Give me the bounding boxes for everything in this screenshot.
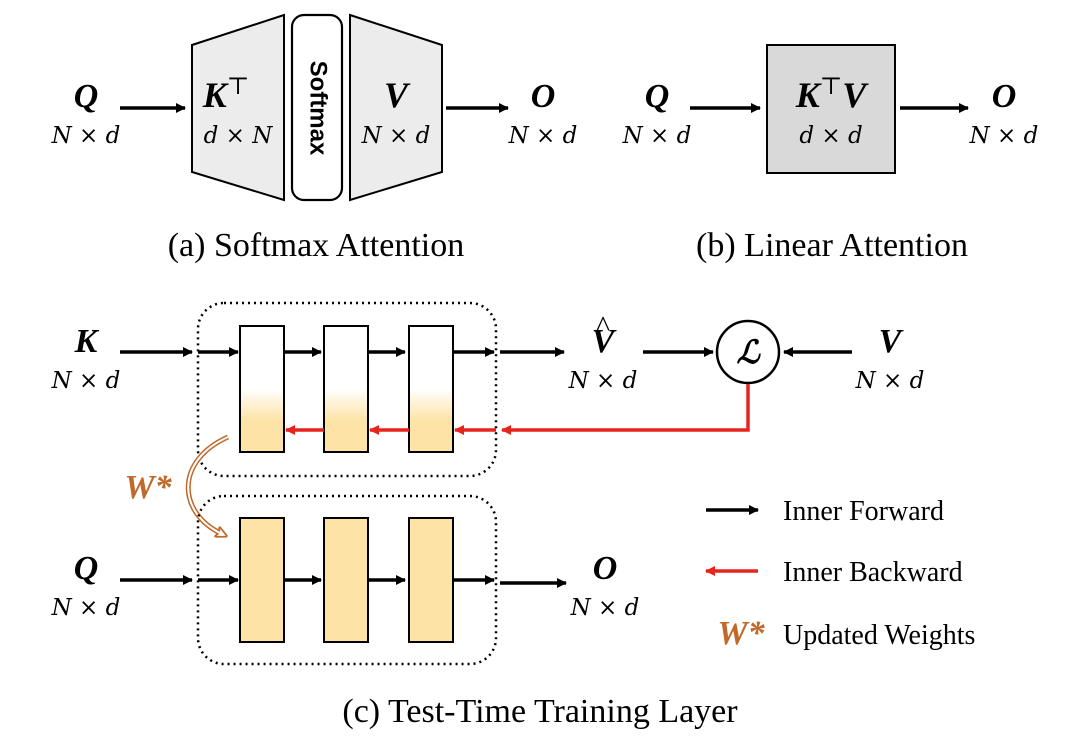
panel-a-key-dim: d × N	[204, 123, 274, 149]
panel-a-softmax-label: Softmax	[305, 61, 332, 156]
panel-a-o-dim: N × d	[508, 123, 578, 149]
panel-c-q-dim: N × d	[51, 595, 121, 621]
panel-a-value-dim: N × d	[361, 123, 431, 149]
panel-a-softmax-attention: Q N × d K⊤ d × N Softmax V N × d O N × d…	[51, 13, 578, 264]
panel-c-o-label: O	[593, 550, 618, 587]
panel-b-o-dim: N × d	[969, 123, 1039, 149]
panel-a-o-label: O	[531, 78, 556, 115]
panel-b-ktv-dim: d × d	[799, 123, 862, 149]
panel-b-linear-attention: Q N × d K⊤V d × d O N × d (b) Linear Att…	[622, 44, 1039, 264]
panel-b-q-label: Q	[645, 78, 670, 115]
panel-c-w-star-label: W*	[124, 469, 172, 506]
panel-c-v-dim: N × d	[855, 368, 925, 394]
legend-backward-label: Inner Backward	[783, 557, 963, 588]
panel-b-q-dim: N × d	[622, 123, 692, 149]
panel-c-top-group	[196, 301, 498, 478]
panel-c-weight-update-arrow	[185, 434, 228, 534]
panel-c-loss-circle	[715, 319, 781, 385]
panel-c-v-label: V	[879, 323, 904, 360]
panel-c-bottom-block-1	[239, 517, 285, 643]
panel-a-key-label: K⊤	[202, 74, 250, 115]
panel-c-top-block-3	[408, 325, 454, 453]
panel-c-backward-path	[501, 384, 750, 435]
panel-c-vhat-dim: N × d	[568, 368, 638, 394]
legend-forward-label: Inner Forward	[783, 496, 944, 527]
panel-b-ktv-label: K⊤V	[795, 74, 870, 115]
legend-weights-label: Updated Weights	[783, 620, 975, 651]
panel-c-bottom-block-3	[408, 517, 454, 643]
panel-c-ttt-layer: K N × d ^ V N × d ℒ V N × d W* Q N × d	[51, 301, 925, 730]
panel-b-o-label: O	[992, 78, 1017, 115]
panel-a-value-label: V	[384, 75, 411, 115]
panel-a-q-label: Q	[74, 78, 99, 115]
panel-c-top-block-2	[323, 325, 369, 453]
legend: Inner Forward Inner Backward W* Updated …	[705, 496, 975, 652]
panel-c-q-label: Q	[74, 550, 99, 587]
panel-b-ktv-box	[766, 44, 896, 174]
panel-c-bottom-block-2	[323, 517, 369, 643]
panel-c-o-dim: N × d	[570, 595, 640, 621]
panel-b-caption: (b) Linear Attention	[696, 227, 968, 264]
panel-c-k-dim: N × d	[51, 368, 121, 394]
panel-c-top-block-1	[239, 325, 285, 453]
panel-c-loss-label: ℒ	[736, 334, 761, 370]
panel-a-q-dim: N × d	[51, 123, 121, 149]
panel-a-caption: (a) Softmax Attention	[168, 227, 465, 264]
legend-weights-symbol: W*	[717, 615, 765, 652]
panel-c-caption: (c) Test-Time Training Layer	[342, 693, 738, 730]
panel-c-weight-update-arrow-inner	[187, 436, 229, 535]
panel-a-value-trapezoid	[349, 13, 443, 202]
panel-c-vhat-label: V	[592, 323, 617, 360]
panel-a-softmax-box	[290, 13, 344, 202]
panel-c-vhat-accent: ^	[596, 310, 610, 343]
panel-a-key-trapezoid	[191, 13, 285, 202]
panel-c-k-label: K	[74, 323, 100, 360]
